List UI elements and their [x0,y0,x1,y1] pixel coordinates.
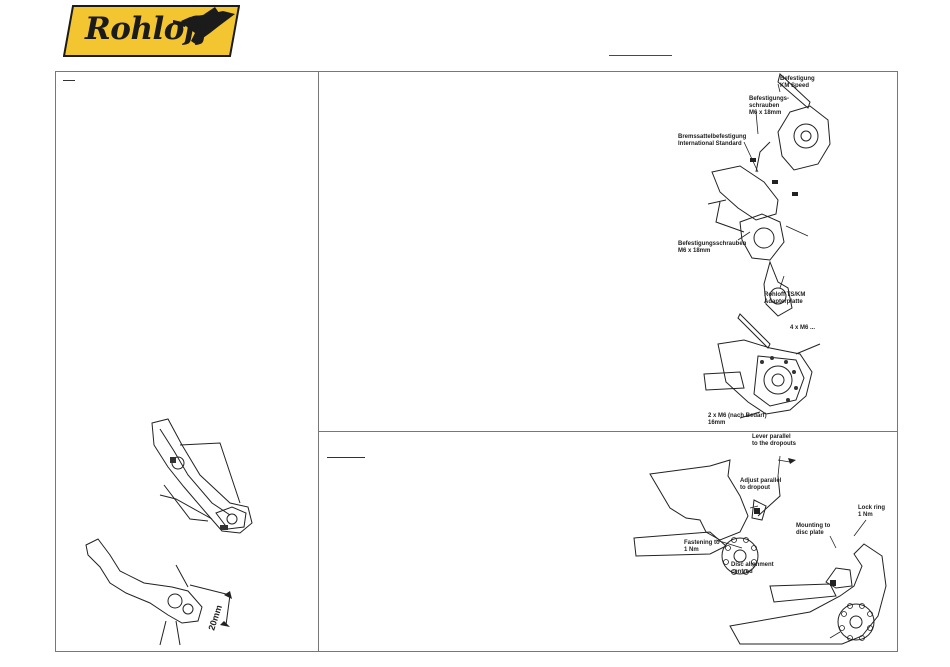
logo-wordmark: Rohloff [85,11,210,47]
mount-label-screws-top: Befestigungs- schrauben M6 x 18mm [749,96,790,116]
mount-label-screws-bottom: Befestigungsschrauben M6 x 18mm [678,241,747,254]
fitting-label-disc: Disc alignment centred [731,562,774,575]
mount-exploded-diagram [707,73,831,317]
mount-label-standard: Bremssattelbefestigung International Sta… [678,134,747,147]
caliper-label-top: 4 x M6 ... [790,325,816,331]
link-underline [609,55,672,56]
logo-badge [62,5,241,57]
fitting-label-lockring: Lock ring 1 Nm [858,505,886,518]
content-frame [55,71,898,652]
eagle-icon [173,7,235,45]
header-link[interactable] [609,44,672,56]
rohloff-logo[interactable]: Rohloff [62,5,241,57]
row-divider [318,431,898,432]
bottom-panel-heading-mark [327,457,365,458]
caliper-diagram [703,313,821,419]
fitting-diagram [633,455,887,645]
fitting-label-lever: Lever parallel to the dropouts [752,434,796,447]
lever-dimension-label: 20mm [206,604,224,632]
fitting-label-mounting: Mounting to disc plate [796,523,831,536]
fitting-label-fastening: Fastening to 1 Nm [684,540,720,553]
column-divider [318,71,319,652]
mount-label-fixing: Befestigung KM Speed [780,76,815,89]
left-panel-heading-mark [63,80,75,81]
caliper-label-bottom: 2 x M6 (nach Bedarf) 16mm [708,413,767,426]
mount-label-adapter: Rohloff TS/KM Adapterplatte [764,292,806,305]
lever-diagram: 20mm [85,418,253,646]
fitting-label-adjust: Adjust parallel to dropout [740,478,782,491]
